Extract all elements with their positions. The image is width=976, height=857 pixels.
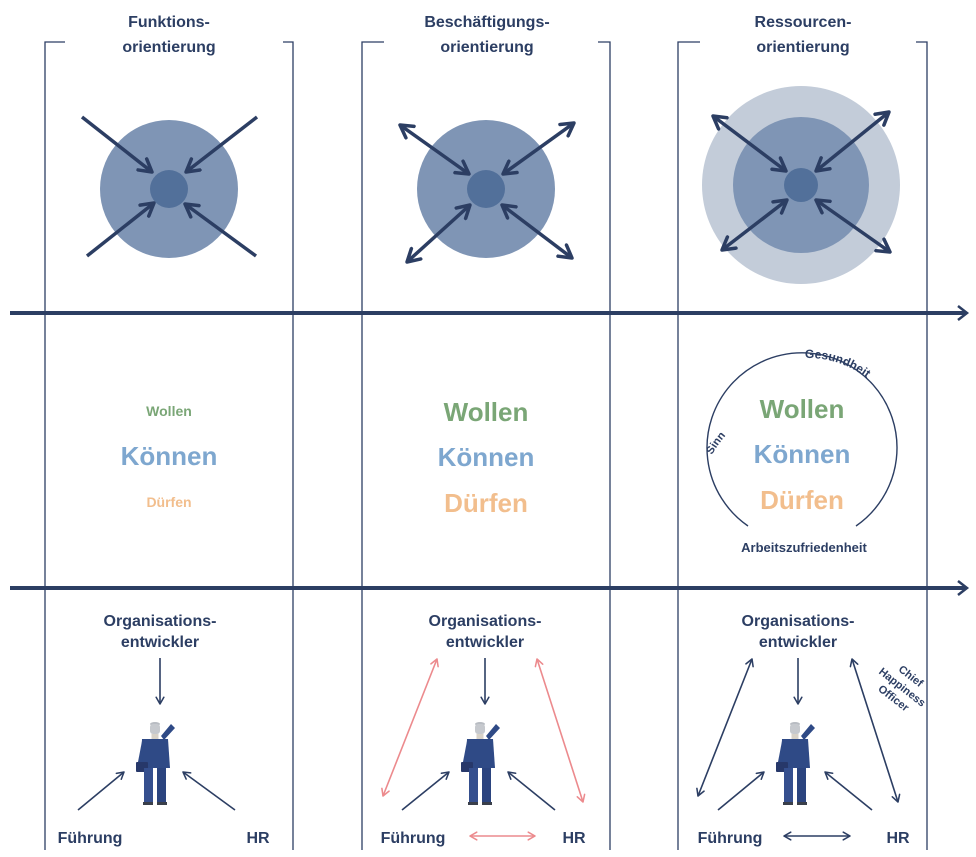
column-3-resource-circle: Wollen Können Dürfen Gesundheit Sinn Arb… <box>704 347 898 555</box>
column-2-title-line2: orientierung <box>440 39 533 56</box>
column-2-pink-arrow-hr-org <box>534 658 586 803</box>
column-1-person-icon <box>136 722 175 805</box>
column-2-koennen: Können <box>438 442 535 472</box>
column-2-fuehrung: Führung <box>381 830 446 847</box>
column-2-duerfen: Dürfen <box>444 488 528 518</box>
column-3-circle-diagram <box>702 86 900 284</box>
column-3-arrow-fuehrung-org <box>696 658 754 797</box>
column-3-wollen: Wollen <box>760 394 845 424</box>
column-3-arbeitszufriedenheit: Arbeitszufriedenheit <box>741 540 867 555</box>
column-2-arrow-hr-to-person <box>507 771 556 811</box>
column-3-open-circle <box>706 352 898 527</box>
column-3-organisation: Organisations- entwickler Chief Happines… <box>696 613 928 847</box>
column-1-title-line2: orientierung <box>122 39 215 56</box>
column-2-wollen: Wollen <box>444 397 529 427</box>
column-3-person-icon <box>776 722 815 805</box>
column-1-wollen: Wollen <box>146 403 192 419</box>
column-3-fuehrung: Führung <box>698 830 763 847</box>
column-2-org-line2: entwickler <box>446 634 524 651</box>
column-1-arrow-fuehrung-to-person <box>77 771 125 811</box>
column-frame-1-left <box>44 41 65 850</box>
column-1-fuehrung: Führung <box>58 830 123 847</box>
column-3-koennen: Können <box>754 439 851 469</box>
column-1-duerfen: Dürfen <box>146 494 191 510</box>
column-1-inward-arrows <box>80 115 259 258</box>
column-3-arrow-hr-org <box>849 658 901 803</box>
column-3-title-line2: orientierung <box>756 39 849 56</box>
column-3-gesundheit: Gesundheit <box>805 347 873 381</box>
column-3-arrow-hr-to-person <box>824 771 873 811</box>
column-frame-2-right <box>598 41 611 850</box>
column-1-title-line1: Funktions- <box>128 14 210 31</box>
column-2-bidirectional-arrows <box>398 121 576 264</box>
column-3-title-line1: Ressourcen- <box>755 14 852 31</box>
column-2-organisation: Organisations- entwickler Führung HR <box>381 613 586 847</box>
column-frame-3-right <box>916 41 928 850</box>
column-2-circle-diagram <box>398 120 576 264</box>
axis-arrows <box>10 305 970 596</box>
column-2-hr: HR <box>562 830 586 847</box>
column-2-arrow-fuehrung-to-person <box>401 771 450 811</box>
column-3-org-line2: entwickler <box>759 634 837 651</box>
column-3-bidirectional-arrows <box>711 110 892 254</box>
column-2-person-icon <box>461 722 500 805</box>
column-frame-3-left <box>677 41 700 850</box>
column-2-core-circle <box>467 170 505 208</box>
column-3-hr: HR <box>886 830 910 847</box>
column-1-org-line1: Organisations- <box>104 613 217 630</box>
column-frame-2-left <box>361 41 384 850</box>
column-3-chief-happiness-officer: Chief Happiness Officer <box>876 663 928 714</box>
column-2-org-line1: Organisations- <box>429 613 542 630</box>
column-3-arrow-fuehrung-to-person <box>717 771 765 811</box>
column-1-core-circle <box>150 170 188 208</box>
column-2-pink-arrow-fuehrung-org <box>381 658 439 797</box>
column-3-duerfen: Dürfen <box>760 485 844 515</box>
column-frame-1-right <box>283 41 294 850</box>
column-2-title-line1: Beschäftigungs- <box>424 14 549 31</box>
column-1-organisation: Organisations- entwickler Führung HR <box>58 613 270 847</box>
column-3-org-line1: Organisations- <box>742 613 855 630</box>
column-1-koennen: Können <box>121 441 218 471</box>
column-3-core-circle <box>784 168 818 202</box>
column-1-circle-diagram <box>80 115 259 258</box>
column-1-org-line2: entwickler <box>121 634 199 651</box>
column-frames <box>44 41 928 850</box>
column-1-arrow-hr-to-person <box>182 771 236 811</box>
column-1-hr: HR <box>246 830 270 847</box>
